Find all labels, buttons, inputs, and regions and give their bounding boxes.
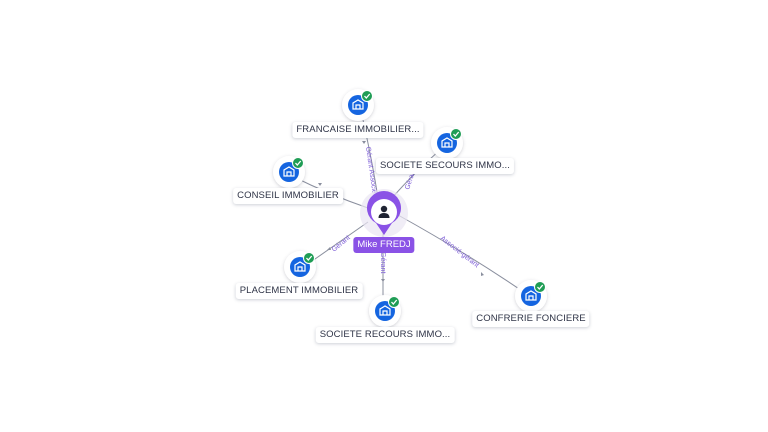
edge-arrow-icon [481,272,484,276]
check-icon [361,90,373,102]
building-icon [283,166,295,177]
edge-arrow-icon [381,279,385,282]
check-icon [303,252,315,264]
check-icon [388,296,400,308]
edges: Gérant Associé Gérant Gérant Gérant Asso… [291,119,529,298]
building-icon [441,137,453,148]
company-label-placement-immobilier[interactable]: PLACEMENT IMMOBILIER [235,283,363,299]
company-label-conseil-immobilier[interactable]: CONSEIL IMMOBILIER [233,188,343,204]
company-node-placement-immobilier[interactable] [284,251,316,283]
edge-label-confrerie: Associé-gérant [439,235,480,269]
company-label-confrerie-fonciere[interactable]: CONFRERIE FONCIERE [472,311,590,327]
company-node-societe-recours[interactable] [369,295,401,327]
check-icon [450,128,462,140]
edge-label-societe-recours: Gérant [379,252,386,273]
person-node[interactable] [360,189,408,237]
company-node-confrerie-fonciere[interactable] [515,280,547,312]
company-label-francaise-immobilier[interactable]: FRANCAISE IMMOBILIER... [292,122,424,138]
building-icon [294,261,306,272]
person-icon [378,205,390,218]
company-label-societe-secours[interactable]: SOCIETE SECOURS IMMO... [375,158,515,174]
check-icon [534,281,546,293]
company-label-societe-recours[interactable]: SOCIETE RECOURS IMMO... [315,327,455,343]
edge-arrow-icon [318,183,322,186]
building-icon [352,99,364,110]
edge-arrow-icon [362,141,366,144]
building-icon [379,305,391,316]
person-label[interactable]: Mike FREDJ [353,237,415,253]
check-icon [292,157,304,169]
company-node-conseil-immobilier[interactable] [273,156,305,188]
building-icon [525,290,537,301]
edge-label-placement: Gérant [331,234,352,253]
company-node-societe-secours[interactable] [431,127,463,159]
edge-arrow-icon [327,247,331,250]
edge-confrerie-fonciere [397,214,529,296]
company-node-francaise-immobilier[interactable] [342,89,374,121]
